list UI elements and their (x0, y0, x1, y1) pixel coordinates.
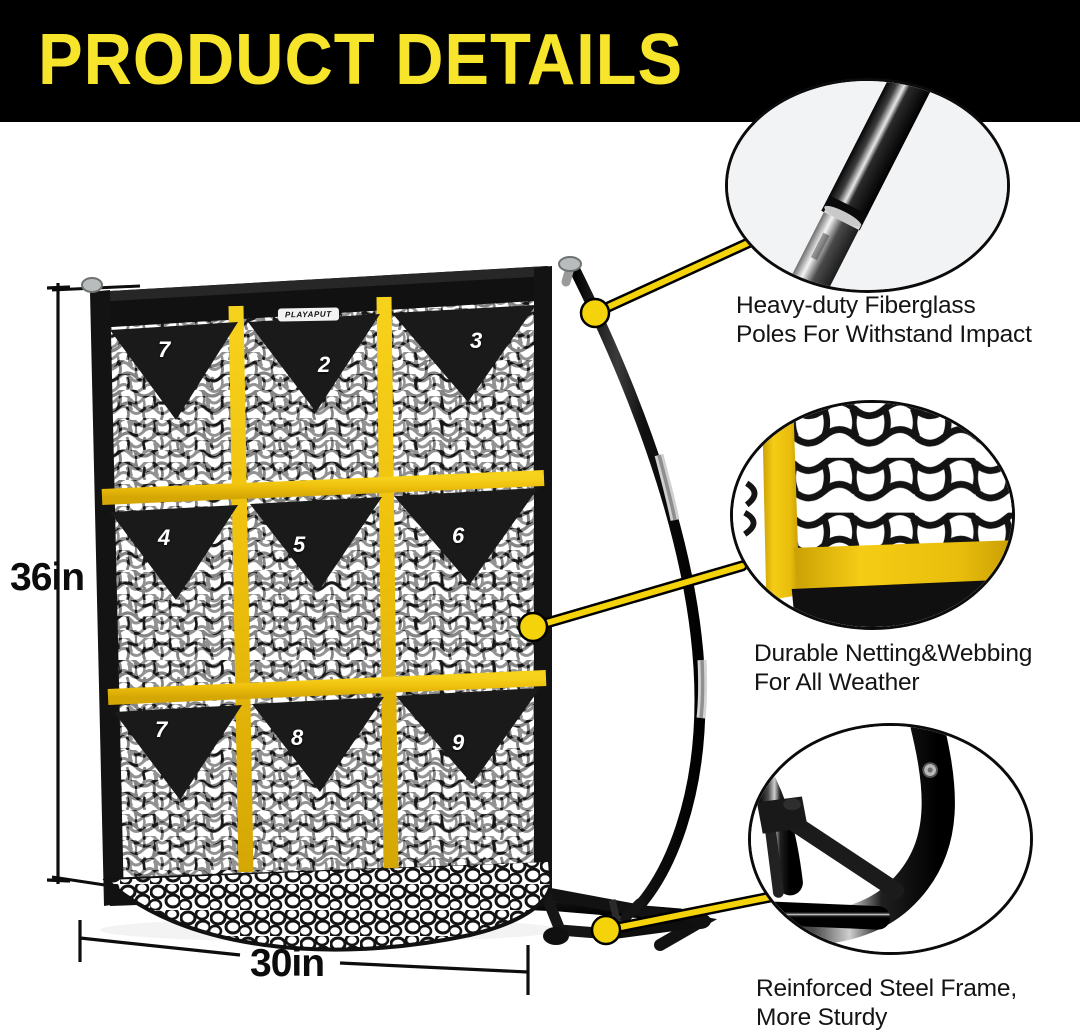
caption-line-2: Poles For Withstand Impact (736, 320, 1032, 348)
fiberglass-pole (558, 256, 708, 923)
pocket-number: 3 (470, 328, 483, 353)
photo-steel-frame (748, 723, 1033, 955)
pocket-number: 7 (155, 717, 168, 742)
yellow-webbing (101, 296, 547, 873)
pocket-number: 9 (452, 730, 465, 755)
callout-line-netting (517, 560, 748, 643)
caption-line-2: For All Weather (754, 668, 920, 696)
photo-netting-webbing (730, 400, 1015, 630)
pocket-number: 8 (291, 725, 304, 750)
caption-line-1: Durable Netting&Webbing (754, 640, 1033, 667)
pocket-number: 6 (452, 523, 465, 548)
target-net (81, 266, 552, 952)
pocket-number: 5 (293, 532, 306, 557)
pocket-number: 2 (318, 352, 331, 377)
target-pockets (110, 305, 540, 800)
header-banner: PRODUCT DETAILS (0, 0, 1080, 122)
caption-line-1: Heavy-duty Fiberglass (736, 292, 976, 319)
dimension-guides-width (78, 920, 530, 995)
dimension-label-height: 36in (10, 556, 85, 599)
photo-fiberglass-pole (725, 78, 1010, 293)
page-title: PRODUCT DETAILS (38, 20, 684, 100)
ball-catch-net (102, 862, 552, 952)
brand-logo: PLAYAPUT (277, 307, 339, 322)
caption-line-1: Reinforced Steel Frame, (756, 975, 1017, 1002)
feature-caption-frame: Reinforced Steel Frame, More Sturdy (756, 975, 1017, 1033)
feature-caption-poles: Heavy-duty Fiberglass Poles For Withstan… (736, 292, 1032, 350)
feature-caption-netting: Durable Netting&Webbing For All Weather (754, 640, 1032, 698)
dimension-label-width: 30in (250, 942, 325, 985)
pocket-number: 7 (158, 337, 171, 362)
pocket-number: 4 (158, 525, 171, 550)
caption-line-2: More Sturdy (756, 1003, 888, 1031)
